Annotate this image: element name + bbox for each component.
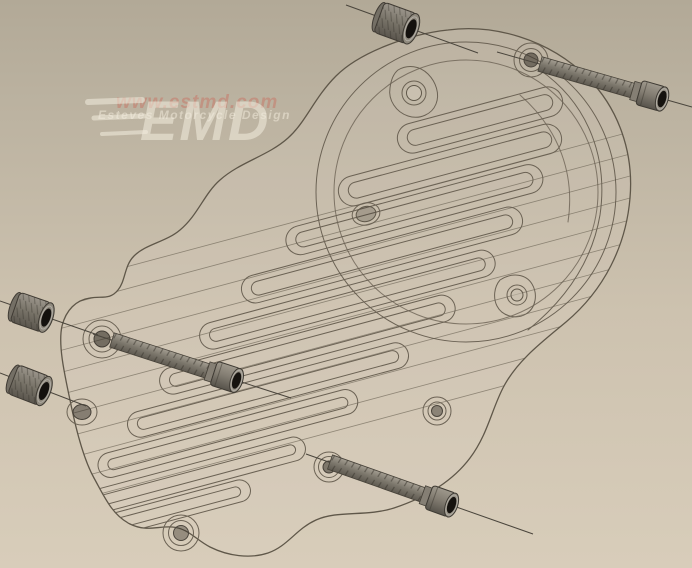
engine-cover — [60, 28, 632, 557]
boss-bracket-right — [494, 274, 536, 318]
socket-hole — [405, 19, 417, 39]
socket-hole — [231, 372, 242, 389]
fastener-middle-left — [109, 332, 244, 394]
boss-lower-left — [66, 398, 98, 426]
socket-hole — [657, 90, 667, 108]
cooling-ribs — [80, 86, 564, 541]
fastener-left-lower — [5, 364, 53, 407]
port-center — [351, 202, 381, 226]
fastener-bottom-right — [326, 454, 460, 518]
cover-internal-lines — [60, 41, 631, 541]
cover-inner-rim-2 — [519, 94, 571, 223]
boss-lower-right — [422, 396, 452, 426]
boss-bottom — [162, 514, 200, 552]
cover-outline-fill — [60, 28, 632, 557]
socket-hole — [446, 496, 457, 514]
socket-hole — [38, 382, 50, 401]
boss-bracket-upper-left — [389, 66, 439, 118]
fastener-left-upper — [7, 292, 55, 333]
fastener-top — [371, 1, 421, 45]
fastener-top-right — [537, 56, 670, 112]
socket-hole — [41, 308, 52, 327]
cover-inner-rim — [527, 69, 603, 331]
